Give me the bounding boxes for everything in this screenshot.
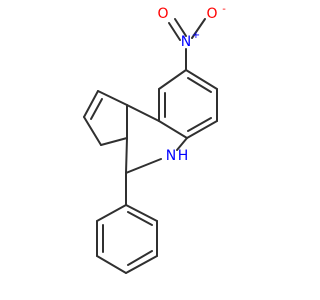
bond-c1-c2-double [90, 98, 103, 120]
nitro-nitrogen-label: N [181, 34, 191, 50]
bond-phenyl-6 [96, 204, 127, 222]
amine-nitrogen-label: N [166, 148, 176, 164]
cyclopentene-ring [83, 90, 128, 146]
nitro-oxygen-left-label: O [157, 6, 168, 22]
nitro-oxygen-right-label: O [206, 6, 217, 22]
bond-phenyl-4 [96, 255, 127, 274]
bond-benzo-3-inner [187, 117, 212, 132]
amine-hydrogen-label: H [178, 148, 189, 164]
bond-nitro-n-o-right [191, 18, 206, 39]
bond-phenyl-1-inner [127, 211, 153, 226]
bond-phenyl-1 [125, 204, 158, 222]
bond-c1-c2 [83, 90, 99, 118]
bond-benzo-6 [158, 69, 187, 90]
molecule-structure: O N + O - N H [83, 4, 226, 274]
bond-c3-c3a [100, 137, 128, 146]
bond-benzo-4 [158, 120, 188, 139]
nitro-nitrogen-charge: + [192, 30, 200, 41]
bond-phenyl-3 [125, 255, 158, 274]
nitro-group [168, 18, 206, 71]
bond-nitro-n-o-left-a [168, 22, 181, 41]
bond-c9b-c1 [97, 90, 128, 106]
bond-nitro-n-o-left-b [174, 18, 187, 37]
bond-benzo-1-inner [187, 77, 212, 93]
atom-labels: O N + O - N H [157, 4, 226, 164]
bond-phenyl-3-inner [127, 250, 153, 266]
nitro-oxygen-right-charge: - [222, 4, 226, 15]
phenyl-ring [96, 172, 158, 274]
bond-c6a-nh [176, 137, 188, 151]
bond-c9b-c9a [126, 104, 160, 122]
bond-benzo-1 [185, 69, 218, 90]
benzo-ring [158, 69, 218, 139]
bond-c4-c3a [125, 137, 128, 174]
bond-benzo-3 [186, 120, 218, 139]
piperidine-ring [125, 104, 188, 174]
bond-nh-c4 [125, 158, 162, 174]
bond-c2-c3 [83, 116, 102, 146]
